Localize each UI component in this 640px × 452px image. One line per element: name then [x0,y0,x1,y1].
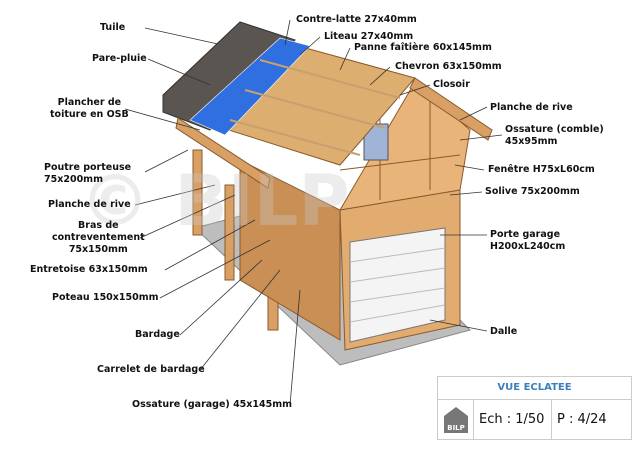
label-planche-rive-left: Planche de rive [48,199,131,210]
side-wall [239,159,341,341]
label-carrelet: Carrelet de bardage [97,364,205,375]
label-planche-rive-right: Planche de rive [490,102,573,113]
label-entretoise: Entretoise 63x150mm [30,264,148,275]
bilp-logo: BILP [438,400,474,439]
post [224,184,235,281]
label-dalle: Dalle [490,326,518,337]
right-fascia [409,77,493,141]
label-panne: Panne faîtière 60x145mm [354,42,492,53]
label-solive: Solive 75x200mm [485,186,580,197]
label-closoir: Closoir [433,79,470,90]
post [192,149,203,236]
leader-lines [124,19,503,406]
title-block: VUE ECLATEE BILP Ech : 1/50 P : 4/24 [437,376,632,440]
label-chevron: Chevron 63x150mm [395,61,502,72]
label-fenetre: Fenêtre H75xL60cm [488,164,595,175]
gable [339,81,471,211]
label-bardage: Bardage [135,329,180,340]
watermark: © BILP [80,160,350,242]
label-ossature-garage: Ossature (garage) 45x145mm [132,399,293,410]
label-tuile: Tuile [100,22,126,33]
svg-text:BILP: BILP [447,424,465,432]
page-number: P : 4/24 [557,412,607,427]
label-contre-latte: Contre-latte 27x40mm [296,14,417,25]
scale: Ech : 1/50 [474,400,552,439]
label-poteau: Poteau 150x150mm [52,292,159,303]
label-pare-pluie: Pare-pluie [92,53,147,64]
bilp-logo-icon: BILP [443,406,468,433]
label-ossature-comble: Ossature (comble)45x95mm [505,124,604,147]
label-liteau: Liteau 27x40mm [324,31,414,42]
view-title: VUE ECLATEE [438,377,631,400]
garage-door [349,227,446,343]
left-fascia [175,117,271,189]
